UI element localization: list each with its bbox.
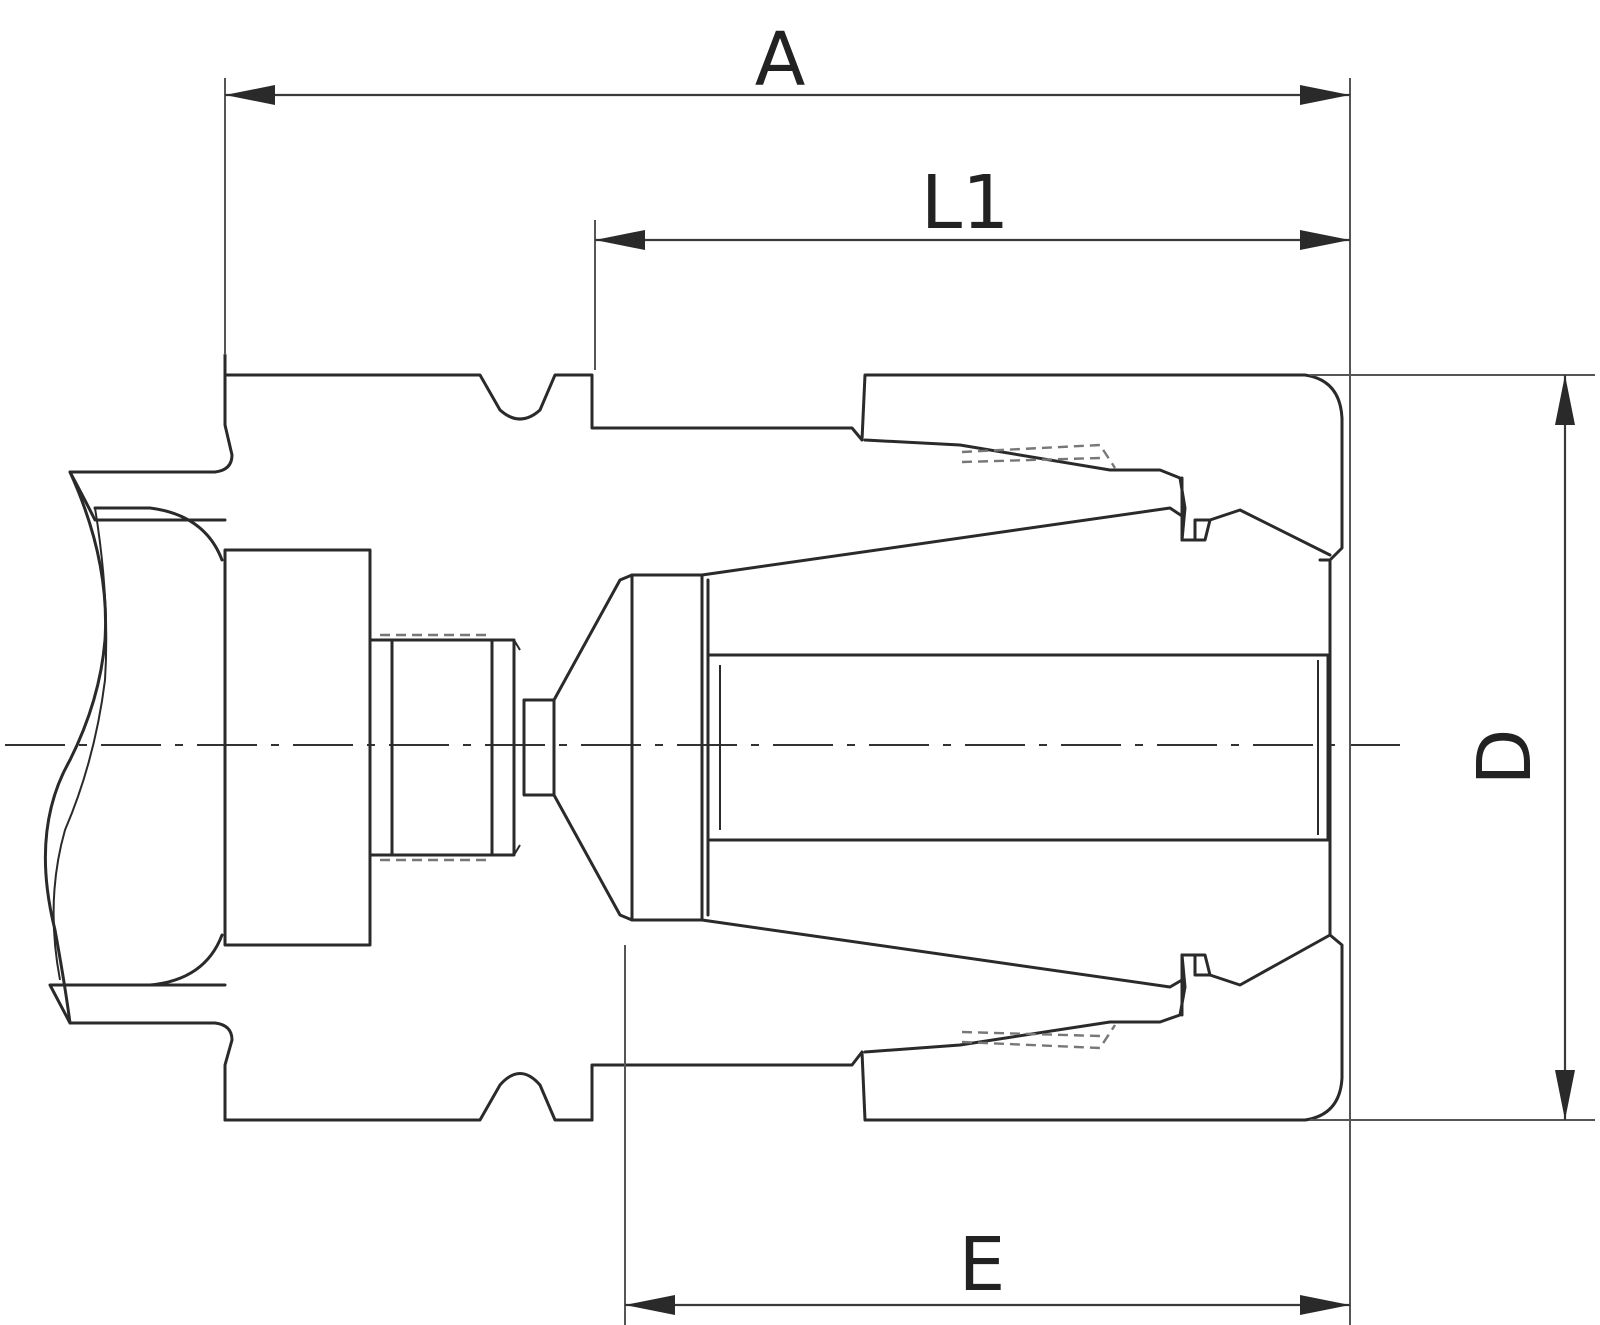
dimension-a: A	[224, 17, 1351, 1325]
dimension-d: D	[1310, 374, 1595, 1121]
dimension-e: E	[624, 945, 1350, 1325]
dimension-label-l1: L1	[921, 160, 1009, 246]
chuck-body	[43, 353, 1344, 1122]
dimension-l1: L1	[594, 160, 1350, 370]
dimension-label-e: E	[959, 1222, 1006, 1308]
dimension-label-a: A	[755, 17, 806, 103]
collet	[700, 506, 1332, 989]
clamping-nut-bottom	[863, 933, 1332, 1054]
clamping-nut-top	[863, 438, 1332, 557]
draw-bolt-section	[368, 573, 704, 922]
dimension-label-d: D	[1462, 729, 1548, 786]
